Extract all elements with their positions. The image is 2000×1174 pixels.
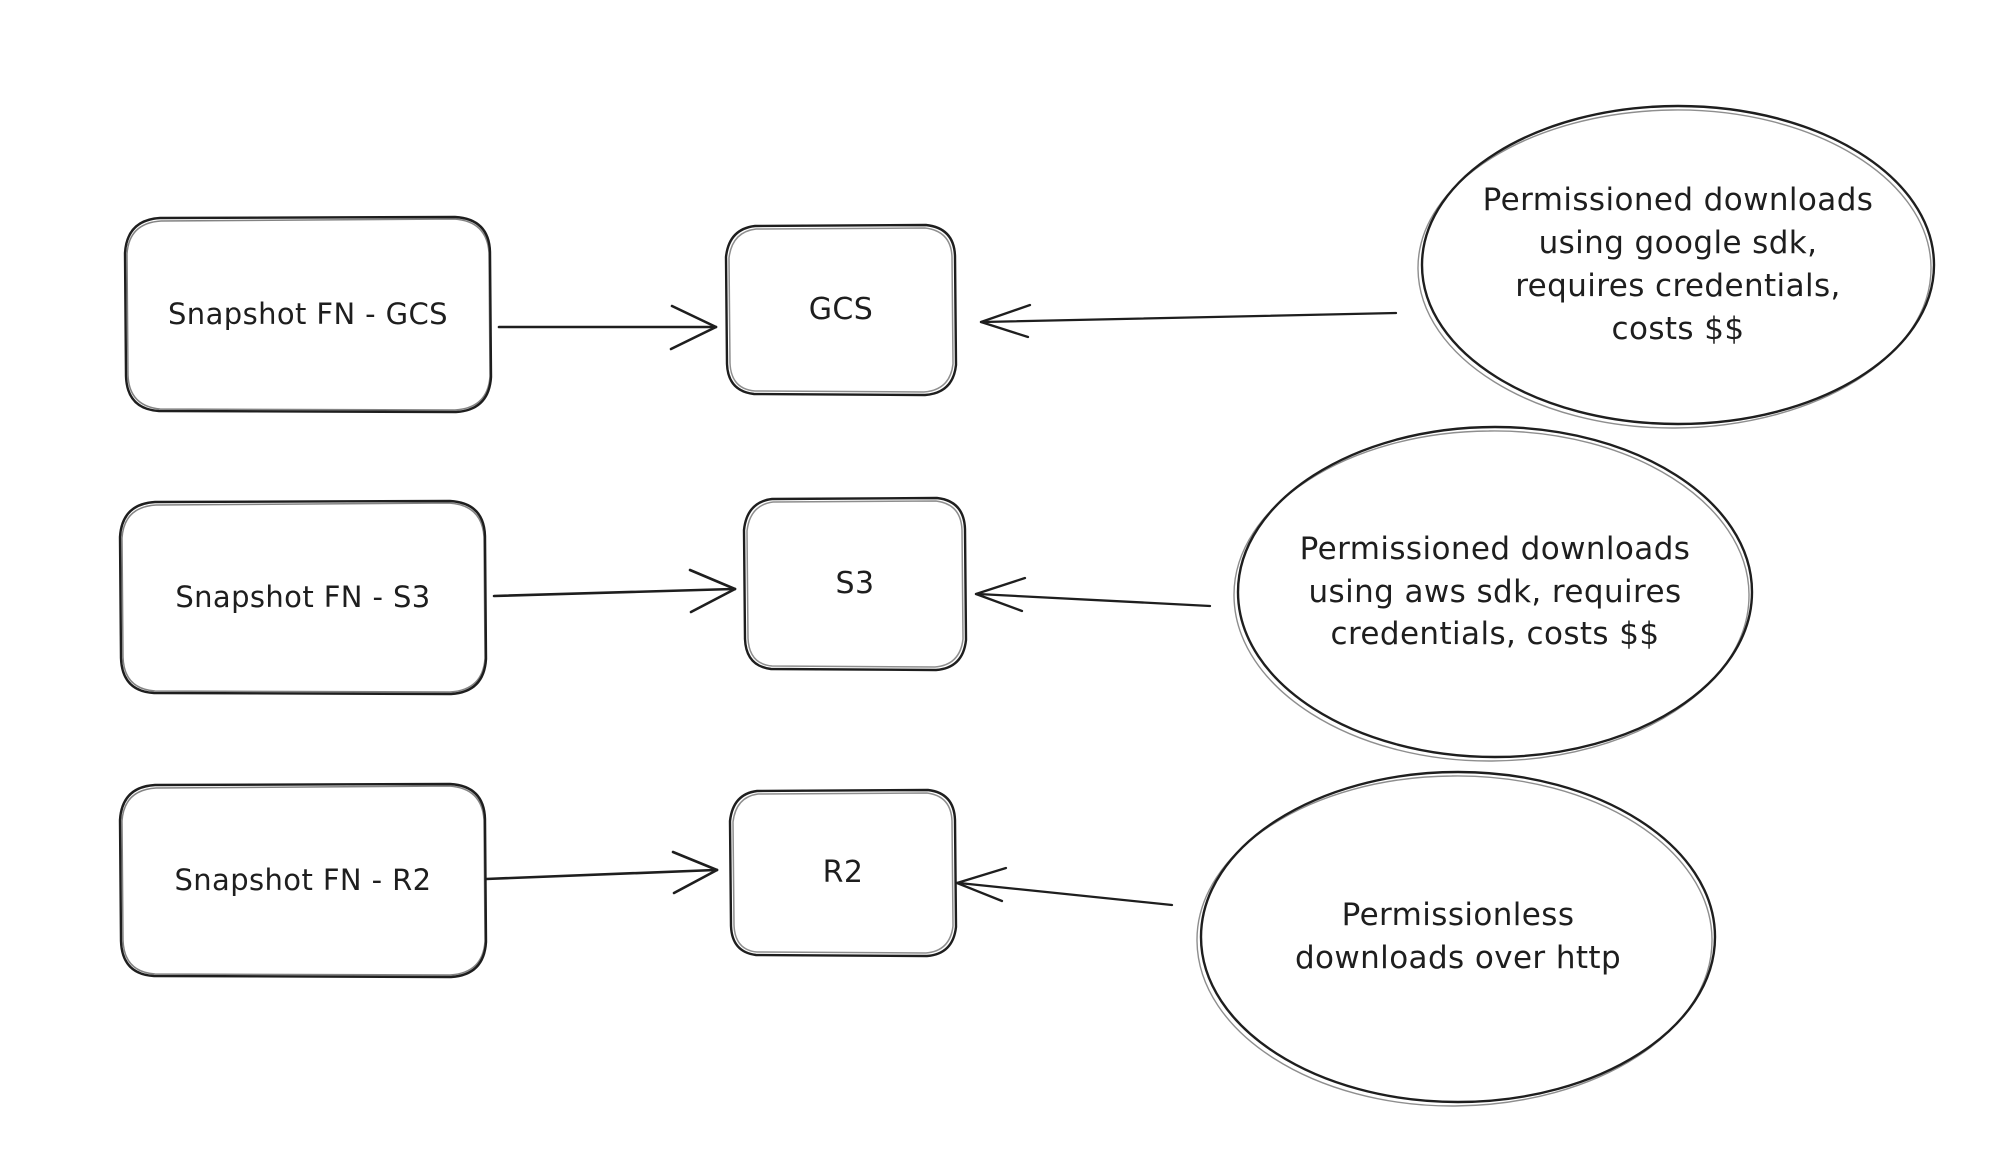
note-ellipse-r2[interactable]: Permissionless downloads over http [1201, 772, 1715, 1102]
source-box-r2[interactable]: Snapshot FN - R2 [120, 784, 486, 977]
store-box-s3-label: S3 [835, 565, 875, 601]
source-box-gcs-label: Snapshot FN - GCS [168, 296, 448, 331]
note-ellipse-r2-label: Permissionless downloads over http [1294, 897, 1622, 976]
arrow-source-to-store-s3[interactable] [494, 572, 736, 610]
source-box-gcs[interactable]: Snapshot FN - GCS [125, 217, 491, 412]
source-box-s3-label: Snapshot FN - S3 [175, 579, 431, 614]
store-box-s3[interactable]: S3 [744, 498, 966, 670]
note-ellipse-gcs-label: Permissioned downloads using google sdk,… [1482, 182, 1874, 347]
arrow-source-to-store-r2[interactable] [486, 852, 718, 894]
arrow-source-to-store-gcs[interactable] [499, 310, 717, 346]
source-box-r2-label: Snapshot FN - R2 [174, 862, 432, 897]
note-ellipse-s3-label: Permissioned downloads using aws sdk, re… [1299, 530, 1691, 653]
store-box-gcs[interactable]: GCS [726, 225, 956, 395]
arrow-note-to-store-s3[interactable] [976, 576, 1212, 614]
arrow-note-to-store-gcs[interactable] [981, 300, 1397, 340]
source-box-s3[interactable]: Snapshot FN - S3 [120, 501, 486, 694]
arrow-note-to-store-r2[interactable] [957, 866, 1173, 908]
store-box-r2[interactable]: R2 [730, 790, 956, 956]
note-ellipse-gcs[interactable]: Permissioned downloads using google sdk,… [1422, 106, 1934, 424]
note-ellipse-s3[interactable]: Permissioned downloads using aws sdk, re… [1238, 427, 1752, 757]
store-box-gcs-label: GCS [808, 291, 874, 327]
store-box-r2-label: R2 [822, 854, 864, 890]
